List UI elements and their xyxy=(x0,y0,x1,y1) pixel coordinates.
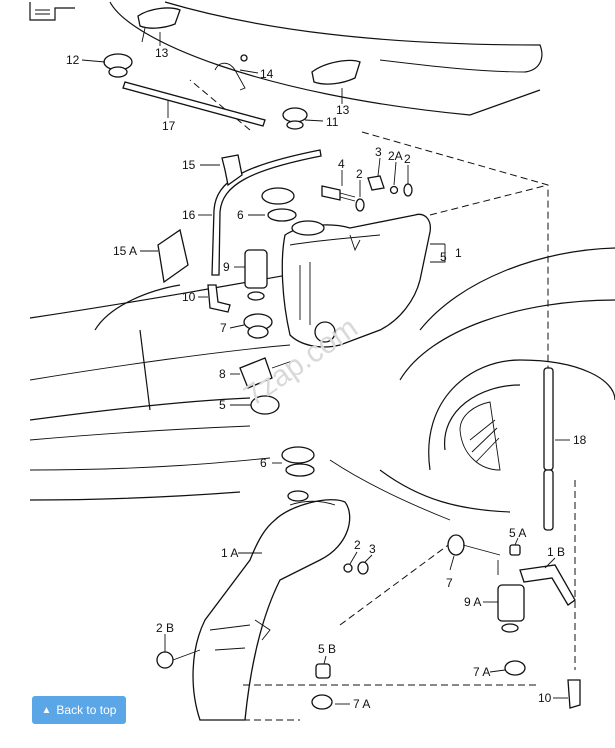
washer-reservoir-upper xyxy=(281,213,431,348)
label-13-right: 13 xyxy=(336,103,350,117)
label-9: 9 xyxy=(223,260,230,274)
label-18: 18 xyxy=(573,433,587,447)
label-17: 17 xyxy=(162,119,176,133)
label-6-lower: 6 xyxy=(260,456,267,470)
washer-reservoir-lower xyxy=(192,490,351,721)
label-5A: 5 A xyxy=(509,526,526,540)
label-16: 16 xyxy=(182,208,196,222)
callout-labels: 12 13 14 13 17 11 15 4 2 3 2A 2 6 16 15 … xyxy=(66,46,587,711)
label-4: 4 xyxy=(338,157,345,171)
label-7-left: 7 xyxy=(220,321,227,335)
label-7A-lower: 7 A xyxy=(353,697,370,711)
label-14: 14 xyxy=(260,67,274,81)
label-3-upper: 3 xyxy=(375,145,382,159)
label-1B: 1 B xyxy=(547,545,565,559)
label-10-right: 10 xyxy=(538,691,552,705)
label-6-upper: 6 xyxy=(237,208,244,222)
back-to-top-label: Back to top xyxy=(56,703,117,717)
leader-lines xyxy=(81,32,570,705)
label-2-right: 2 xyxy=(404,152,411,166)
label-5-lower: 5 xyxy=(219,398,226,412)
label-7-right: 7 xyxy=(446,576,453,590)
label-2-upper: 2 xyxy=(356,167,363,181)
label-13-top: 13 xyxy=(155,46,169,60)
label-8: 8 xyxy=(219,367,226,381)
label-10-left: 10 xyxy=(182,290,196,304)
back-to-top-button[interactable]: ▲ Back to top xyxy=(32,696,126,724)
hoses xyxy=(122,81,554,531)
label-2B: 2 B xyxy=(156,621,174,635)
label-11: 11 xyxy=(326,115,339,129)
label-9A: 9 A xyxy=(464,595,481,609)
label-1: 1 xyxy=(455,246,462,260)
label-12: 12 xyxy=(66,53,80,67)
label-15A: 15 A xyxy=(113,244,137,258)
small-parts xyxy=(103,7,581,710)
label-15: 15 xyxy=(182,158,196,172)
label-7A-right: 7 A xyxy=(473,665,490,679)
vehicle-body-outline xyxy=(29,1,615,521)
label-3-lower: 3 xyxy=(369,542,376,556)
label-5-upper: 5 xyxy=(440,250,447,264)
label-2A: 2A xyxy=(388,149,403,163)
label-1A: 1 A xyxy=(221,546,238,560)
label-2-lower: 2 xyxy=(354,538,361,552)
up-arrow-icon: ▲ xyxy=(41,704,52,716)
label-5B: 5 B xyxy=(318,642,336,656)
